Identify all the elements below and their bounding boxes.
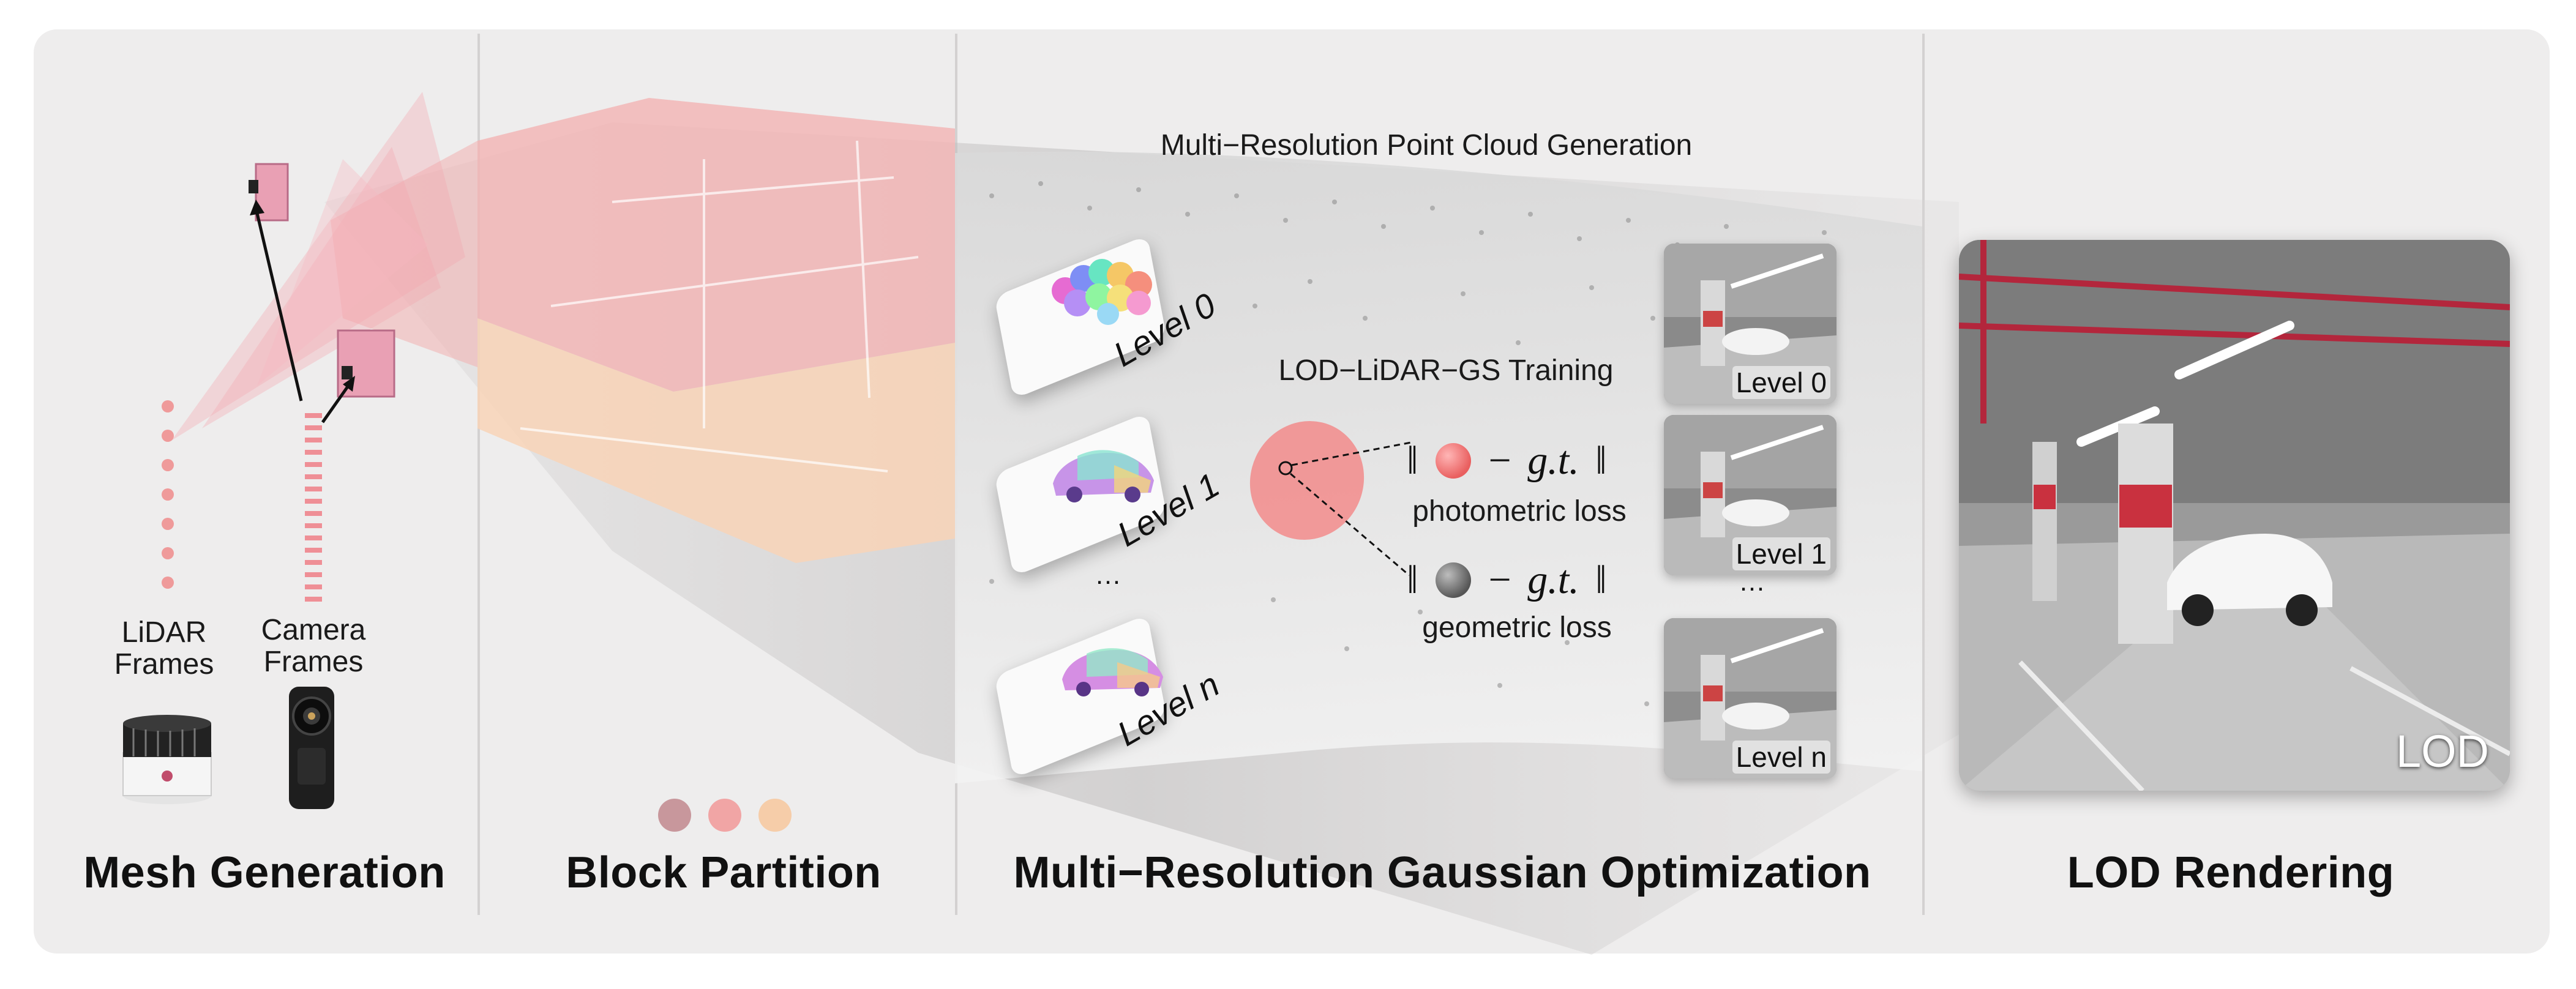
camera-frames-label: Camera Frames [261,614,366,678]
geometric-loss-formula: ‖ − g.t. ‖ [1407,557,1607,603]
ground-truth-symbol: g.t. [1527,558,1579,602]
camera-frame-top [255,163,289,222]
minus-sign: − [1488,558,1511,602]
block-pink-left [331,141,477,367]
section-title-lod: LOD Rendering [2067,848,2395,897]
training-heading: LOD−LiDAR−GS Training [1278,354,1614,387]
camera-frame-trajectory [305,413,322,602]
frustum-large [171,92,465,441]
frustum-small [257,159,429,386]
level-0-pointcloud-icon [1052,259,1152,325]
section-title-mesh: Mesh Generation [83,848,446,897]
camera-device-icon [289,687,334,809]
gaussian-loss-diagram [1249,421,1415,577]
photometric-loss-formula: ‖ − g.t. ‖ [1407,438,1607,484]
lidar-frames-text: LiDAR Frames [114,616,214,681]
level-n-pointcloud-icon [1062,648,1163,696]
levels-ellipsis: … [1095,560,1121,590]
photometric-loss-label: photometric loss [1412,495,1627,528]
lidar-point-trajectory [162,400,174,589]
lod-badge: LOD [2395,726,2489,777]
rendered-color-icon [1436,443,1472,479]
block-color-legend [658,799,792,832]
section-title-block: Block Partition [566,848,882,897]
render-tile-label: Level 1 [1732,537,1830,570]
section-divider [477,34,480,915]
block-pink [477,98,955,392]
ground-truth-symbol: g.t. [1527,438,1579,483]
lidar-sensor-icon [122,715,212,804]
render-tile-level-n: Level n [1664,618,1837,778]
level-1-pointcloud-icon [1053,450,1154,502]
block-color-dot [658,799,691,832]
parking-render-image [1664,244,1837,404]
norm-bar: ‖ [1595,558,1607,602]
rendered-depth-icon [1436,562,1472,598]
block-peach [477,318,955,563]
render-tile-label: Level 0 [1732,366,1830,399]
norm-bar: ‖ [1595,438,1607,483]
frustum-mid [202,147,441,428]
lod-render-image: LOD [1959,240,2510,791]
lidar-frames-label: LiDAR Frames [114,617,214,681]
parking-garage-render [1959,240,2510,791]
render-tiles-ellipsis: … [1739,567,1765,597]
geometric-loss-label: geometric loss [1422,611,1612,644]
render-tile-level-1: Level 1 [1664,415,1837,575]
norm-bar: ‖ [1407,438,1418,483]
camera-frames-text: Camera Frames [261,614,366,678]
norm-bar: ‖ [1407,558,1418,602]
block-color-dot [708,799,741,832]
render-tile-label: Level n [1732,741,1830,774]
section-title-multires: Multi−Resolution Gaussian Optimization [1013,848,1871,897]
minus-sign: − [1488,438,1511,483]
block-color-dot [758,799,792,832]
render-tile-level-0: Level 0 [1664,244,1837,404]
pointcloud-heading: Multi−Resolution Point Cloud Generation [1160,129,1693,162]
gaussian-ellipse [1249,421,1365,540]
